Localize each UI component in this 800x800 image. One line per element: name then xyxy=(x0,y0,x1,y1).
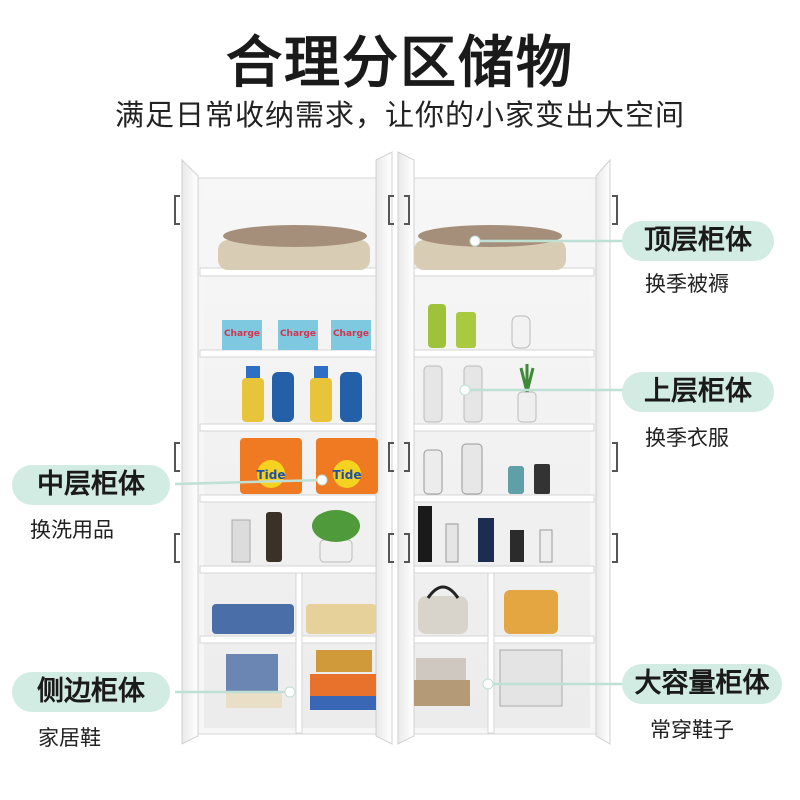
bedding-right xyxy=(414,225,566,270)
leader-lines xyxy=(174,239,625,694)
right-shelf-5-items xyxy=(418,506,553,563)
right-shelf-3-items xyxy=(423,364,537,423)
cabinet-doors xyxy=(181,151,611,745)
charge-text-3: Charge xyxy=(333,329,369,339)
charge-text-2: Charge xyxy=(280,329,316,339)
callout-large-cabinet: 大容量柜体 xyxy=(622,664,782,704)
charge-boxes: Charge Charge Charge xyxy=(222,320,371,350)
tide-text-2: Tide xyxy=(332,468,361,482)
leader-dots xyxy=(284,235,494,698)
door-handles xyxy=(174,195,618,563)
callout-upper-cabinet: 上层柜体 xyxy=(622,372,774,412)
left-bottom-items xyxy=(212,604,376,710)
callout-upper-cabinet-sub: 换季衣服 xyxy=(645,426,729,450)
callout-middle-cabinet-sub: 换洗用品 xyxy=(30,518,114,542)
callout-large-cabinet-sub: 常穿鞋子 xyxy=(650,718,734,742)
right-bottom-items xyxy=(414,585,563,707)
callout-middle-cabinet: 中层柜体 xyxy=(12,465,170,505)
charge-text-1: Charge xyxy=(224,329,260,339)
callout-side-cabinet-sub: 家居鞋 xyxy=(38,726,101,750)
tide-text-1: Tide xyxy=(256,468,285,482)
page-title: 合理分区储物 xyxy=(226,31,574,96)
spray-bottles xyxy=(242,366,362,422)
page-subtitle: 满足日常收纳需求，让你的小家变出大空间 xyxy=(114,98,685,132)
shelves-left xyxy=(199,267,389,734)
right-shelf-4-items xyxy=(423,443,550,495)
callout-top-cabinet: 顶层柜体 xyxy=(622,221,774,261)
callout-top-cabinet-sub: 换季被褥 xyxy=(645,272,729,296)
callout-side-cabinet: 侧边柜体 xyxy=(12,672,170,712)
bedding-left xyxy=(218,225,370,270)
left-shelf-5-items xyxy=(231,510,360,563)
right-shelf-2-items xyxy=(428,304,531,349)
